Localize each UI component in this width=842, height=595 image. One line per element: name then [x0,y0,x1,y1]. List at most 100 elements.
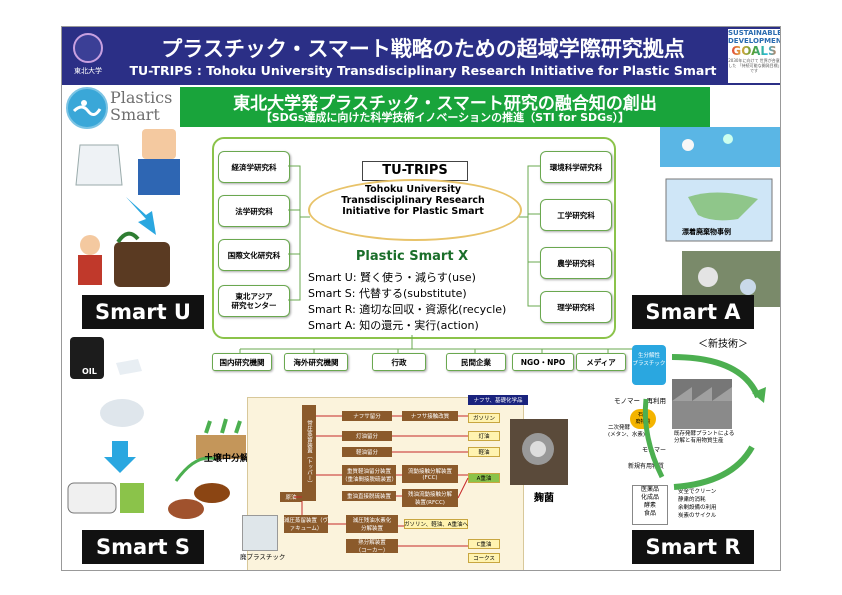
smart-u-label: Smart U [82,295,204,329]
stakeholder-media: メディア [576,353,626,371]
smart-u-illustration [75,129,180,287]
product-gasoline: ガソリン [468,413,500,423]
banner-title: 東北大学発プラスチック・スマート研究の融合知の創出 [233,94,657,114]
green-banner: 東北大学発プラスチック・スマート研究の融合知の創出 【SDGs達成に向けた科学技… [180,87,710,127]
down-arrow-icon [126,197,156,235]
dept-economics: 経済学研究科 [218,151,290,183]
dept-northeast-asia: 東北アジア 研究センター [218,285,290,317]
ocean-plastic-icon [660,127,780,167]
secondary-fermentation: 二次発酵 (メタン、水素) [608,425,645,438]
benefit-4: 炭素のサイクル [678,513,717,519]
products-box: 医薬品 化成品 酵素 食品 [632,485,668,525]
monomer-label: モノマー [642,447,667,454]
logo-line2: Smart [110,105,160,124]
university-logo: 東北大学 [66,31,110,81]
university-name: 東北大学 [74,67,102,75]
stakeholder-overseas: 海外研究機関 [284,353,348,371]
product-light-oil: 軽油 [468,447,500,457]
logo-line1: Plastics [110,88,173,107]
psx-line-s: Smart S: 代替する(substitute) [308,287,467,300]
smart-a-label: Smart A [632,295,754,329]
smart-s-label: Smart S [82,530,204,564]
process-arrows [294,415,469,547]
plastic-pile-icon [100,399,144,427]
psx-line-r: Smart R: 適切な回収・資源化(recycle) [308,303,507,316]
eco-bag-icon [114,242,170,287]
smart-s-illustration [67,337,246,519]
vacuum-distill: 減圧蒸留装置（ヴァキューム） [284,515,328,533]
bottom-hydrocrack: 減圧残油水素化 分解装置 [346,515,398,533]
sdgs-logo: SUSTAINABLE DEVELOPMENT GOALS 2030年に向けて … [728,29,780,83]
product-a-heavy: A重油 [468,473,500,483]
mid-direct-desulf: 重油直接脱硫装置 [342,491,396,501]
tu-trips-ellipse [308,179,522,241]
psx-line-a: Smart A: 知の還元・実行(action) [308,319,479,332]
header-bar: 東北大学 プラスチック・スマート戦略のための超域学際研究拠点 TU-TRIPS … [62,27,780,85]
plastic-bag-icon [75,144,123,186]
smart-a-illustration [660,127,780,307]
sdg-line1: SUSTAINABLE [728,29,781,37]
waste-plastic-photo-icon [242,515,278,551]
waste-plastic-label: 廃プラスチック [240,553,286,561]
dept-law: 法学研究科 [218,195,290,227]
stakeholder-domestic: 国内研究機関 [212,353,272,371]
bottom-output: ガソリン、軽油、A重油へ [404,519,468,529]
soil-degradation-label: 土壌中分解 [204,454,250,464]
bottom-coker: 熱分解装置 （コーカー） [346,539,398,554]
title-english: TU-TRIPS : Tohoku University Transdiscip… [129,63,717,78]
monomer-reuse-label: モノマー 再利用 [614,397,666,405]
banner-subtitle: 【SDGs達成に向けた科学技術イノベーションの推進（STI for SDGs）】 [260,111,630,124]
plastics-smart-logo: Plastics Smart [66,87,174,131]
new-tech-label: ＜新技術＞ [698,339,748,350]
log-icon [168,499,204,519]
crude-oil-box: 原油 [280,492,302,502]
right-naphtha-reform: ナフサ接触改質 [402,411,458,421]
sdg-line3: GOALS [728,45,780,58]
cycle-arrows [642,354,766,490]
plastics-smart-text: Plastics Smart [110,89,172,123]
university-emblem-icon [73,33,103,63]
plant-caption: 既存発酵プラントによる 分解と有用物質生産 [674,431,735,444]
dept-agriculture: 農学研究科 [540,247,612,279]
benefit-3: 余剰設備の利用 [678,505,717,511]
bio-plastic-box: 生分解性 プラスチック [632,345,666,385]
shopper-face-icon [80,235,100,255]
soil-icon [196,435,246,459]
mid-heavy-gasoil: 重質軽油留分装置 （重油間接脱硫装置） [342,465,397,485]
plastics-smart-circle-icon [66,87,108,129]
useful-substance-label: 新規有用物質 [628,463,665,470]
smart-r-label: Smart R [632,530,754,564]
mid-light-oil: 軽油留分 [342,447,392,457]
benefit-2: 静粛的消耗 [678,497,706,503]
person-face-icon [142,129,176,159]
fermentation-plant-icon [672,379,732,429]
corn-icon [120,483,144,513]
psx-line-u: Smart U: 賢く使う・減らす(use) [308,271,476,284]
oil-barrel-icon [70,337,104,379]
stakeholder-companies: 民間企業 [446,353,506,371]
connector-lines [239,165,648,353]
dept-intl-culture: 国際文化研究科 [218,239,290,271]
plastic-pellets-icon [67,482,117,514]
mid-kerosene: 灯油留分 [342,431,392,441]
refinery-topper: 常圧蒸留装置（トッパー） [302,405,316,501]
process-header: ナフサ、基礎化学品 [468,395,528,405]
sdg-small: 2030年に向けて 世界が合意した 「持続可能な開発目標」です [728,58,780,73]
dept-engineering: 工学研究科 [540,199,612,231]
plastic-smart-x-title: Plastic Smart X [355,249,469,264]
microbe-label: 麹菌 [534,493,554,504]
right-fcc: 流動接触分解装置 (FCC) [402,465,458,483]
drift-waste-caption: 漂着廃棄物事例 [682,228,731,236]
dept-environment: 環境科学研究科 [540,151,612,183]
oil-barrel-label: OIL [82,367,97,376]
sdg-line2: DEVELOPMENT [728,37,781,45]
stakeholder-government: 行政 [372,353,426,371]
stakeholder-ngo: NGO・NPO [512,353,574,371]
person-body-icon [138,159,180,195]
slide: 東北大学 プラスチック・スマート戦略のための超域学際研究拠点 TU-TRIPS … [61,26,781,571]
right-rfcc: 残油流動接触分解 装置(RFCC) [402,489,458,507]
dept-science: 理学研究科 [540,291,612,323]
title-japanese: プラスチック・スマート戦略のための超域学際研究拠点 [161,37,685,61]
product-kerosene: 灯油 [468,431,500,441]
tu-trips-subtitle: Tohoku University Transdisciplinary Rese… [341,184,485,217]
